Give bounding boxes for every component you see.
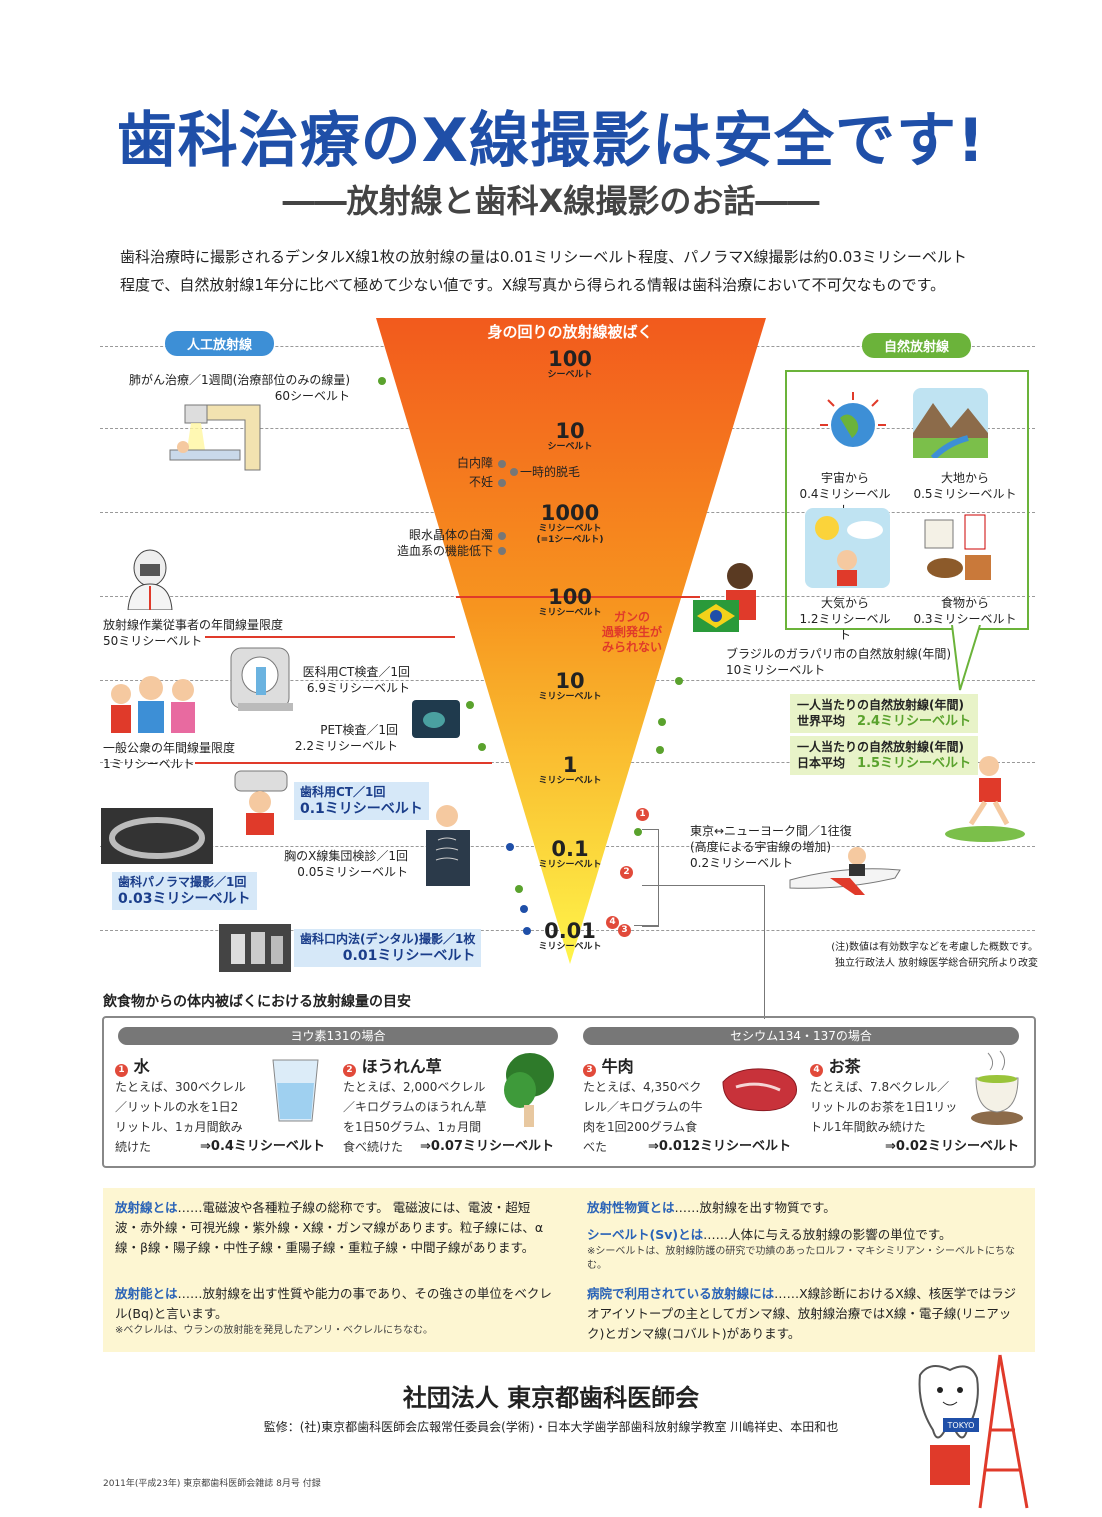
data-note: (注)数値は有効数字などを考慮した概数です。独立行政法人 放射線医学総合研究所よ… — [831, 942, 1038, 969]
artificial-tag: 人工放射線 — [165, 331, 275, 356]
tooth-mascot-tokyo-tower-icon: TOKYO — [918, 1354, 1029, 1509]
effect-blood: 造血系の機能低下 — [396, 544, 493, 558]
water-glass-icon — [272, 1059, 319, 1122]
air-icon — [805, 508, 890, 588]
marker-4: 4 — [606, 916, 619, 929]
worker-arrow — [205, 636, 455, 638]
brazil-person-icon — [693, 563, 756, 632]
definition-radioactivity: 放射能とは……放射線を出す性質や能力の事であり、その強さの単位をベクレル(Bq)… — [115, 1286, 552, 1336]
beef-icon — [722, 1068, 798, 1112]
airplane-icon — [789, 847, 901, 895]
label-lung: 肺がん治療／1週間(治療部位のみの線量)60シーベルト — [129, 373, 350, 403]
natural-tag: 自然放射線 — [862, 333, 972, 358]
marker-1: 1 — [636, 808, 649, 821]
page-subtitle: ――放射線と歯科X線撮影のお話―― — [282, 182, 820, 220]
effect-hairloss: 一時的脱毛 — [520, 465, 581, 479]
food-panel — [102, 1016, 1036, 1168]
iodine-bar: ヨウ素131の場合 — [118, 1027, 558, 1045]
marker-2: 2 — [620, 866, 633, 879]
land-icon — [913, 388, 988, 458]
definitions-panel — [103, 1188, 1035, 1352]
space-earth-icon — [820, 392, 886, 447]
natural-sources-box — [785, 370, 1029, 630]
panorama-xray-image — [101, 808, 213, 864]
public-arrow — [195, 762, 492, 764]
dose-pyramid — [376, 318, 766, 964]
cesium-bar: セシウム134・137の場合 — [583, 1027, 1019, 1045]
hazmat-worker-icon — [127, 549, 173, 610]
pyramid-shape — [376, 318, 766, 964]
svg-text:TOKYO: TOKYO — [947, 1421, 975, 1430]
food-item-beef: 3 牛肉 たとえば、4,350ベクレル／キログラムの牛肉を1回200グラム食べた — [583, 1057, 703, 1154]
chest-xray-icon — [426, 805, 470, 886]
dental-xray-image — [219, 924, 291, 972]
intro-text: 歯科治療時に撮影されるデンタルX線1枚の放射線の量は0.01ミリシーベルト程度、… — [120, 243, 1000, 299]
tea-result: ⇒0.02ミリシーベルト — [885, 1139, 1019, 1154]
label-brazil: ブラジルのガラパリ市の自然放射線(年間)10ミリシーベルト — [726, 647, 952, 677]
effect-lens: 眼水晶体の白濁 — [408, 528, 493, 542]
label-world-average: 一人当たりの自然放射線(年間)世界平均 2.4ミリシーベルト — [790, 694, 979, 733]
definition-material: 放射性物質とは……放射線を出す物質です。 — [587, 1200, 836, 1215]
dental-ct-patient-icon — [234, 770, 288, 835]
intro-line-2: 程度で、自然放射線1年分に比べて極めて少ない値です。X線写真から得られる情報は歯… — [120, 276, 946, 294]
food-connector — [642, 885, 765, 1019]
water-result: ⇒0.4ミリシーベルト — [200, 1139, 325, 1154]
food-icon — [924, 514, 991, 580]
food-item-spinach: 2 ほうれん草 たとえば、2,000ベクレル／キログラムのほうれん草を1日50グ… — [343, 1057, 487, 1154]
bracket-base — [634, 925, 658, 926]
effect-infertile: 不妊 — [468, 475, 493, 489]
ct-image-icon — [412, 700, 460, 738]
spinach-icon — [504, 1053, 554, 1127]
supervision-credit: 監修：(社)東京都歯科医師会広報常任委員会(学術)・日本大学歯学部歯科放射線学教… — [263, 1420, 839, 1434]
definition-hospital: 病院で利用されている放射線には……X線診断におけるX線、核医学ではラジオアイソト… — [587, 1286, 1017, 1341]
spinach-result: ⇒0.07ミリシーベルト — [420, 1139, 554, 1154]
definition-radiation: 放射線とは……電磁波や各種粒子線の総称です。 電磁波には、電波・超短波・赤外線・… — [115, 1200, 544, 1255]
food-section-title: 飲食物からの体内被ばくにおける放射線量の目安 — [103, 994, 411, 1010]
ct-scanner-icon — [230, 647, 293, 711]
pyramid-title: 身の回りの放射線被ばく — [487, 323, 653, 341]
callout-pointer — [951, 625, 981, 691]
definition-sievert: シーベルト(Sv)とは……人体に与える放射線の影響の単位です。 ※シーベルトは、… — [587, 1227, 1015, 1271]
publication-note: 2011年(平成23年) 東京都歯科医師会雑誌 8月号 付録 — [103, 1479, 321, 1489]
marker-3: 3 — [618, 924, 631, 937]
label-flight: 東京↔ニューヨーク間／1往復(高度による宇宙線の増加)0.2ミリシーベルト — [690, 824, 852, 870]
beef-result: ⇒0.012ミリシーベルト — [648, 1139, 792, 1154]
bracket — [642, 829, 659, 927]
label-japan-average: 一人当たりの自然放射線(年間)日本平均 1.5ミリシーベルト — [790, 736, 979, 775]
page-title: 歯科治療のX線撮影は安全です! — [116, 106, 986, 176]
radiotherapy-icon — [169, 404, 261, 471]
tea-cup-icon — [971, 1050, 1023, 1125]
family-icon — [111, 676, 195, 733]
organization-name: 社団法人 東京都歯科医師会 — [402, 1384, 700, 1412]
runner-icon — [945, 756, 1025, 842]
effect-cancer: ガンの 過剰発生が みられない — [601, 610, 662, 654]
intro-line-1: 歯科治療時に撮影されるデンタルX線1枚の放射線の量は0.01ミリシーベルト程度、… — [120, 248, 967, 266]
food-item-tea: 4 お茶 たとえば、7.8ベクレル／リットルのお茶を1日1リットル1年間飲み続け… — [810, 1057, 958, 1134]
effect-cataract: 白内障 — [456, 456, 493, 470]
